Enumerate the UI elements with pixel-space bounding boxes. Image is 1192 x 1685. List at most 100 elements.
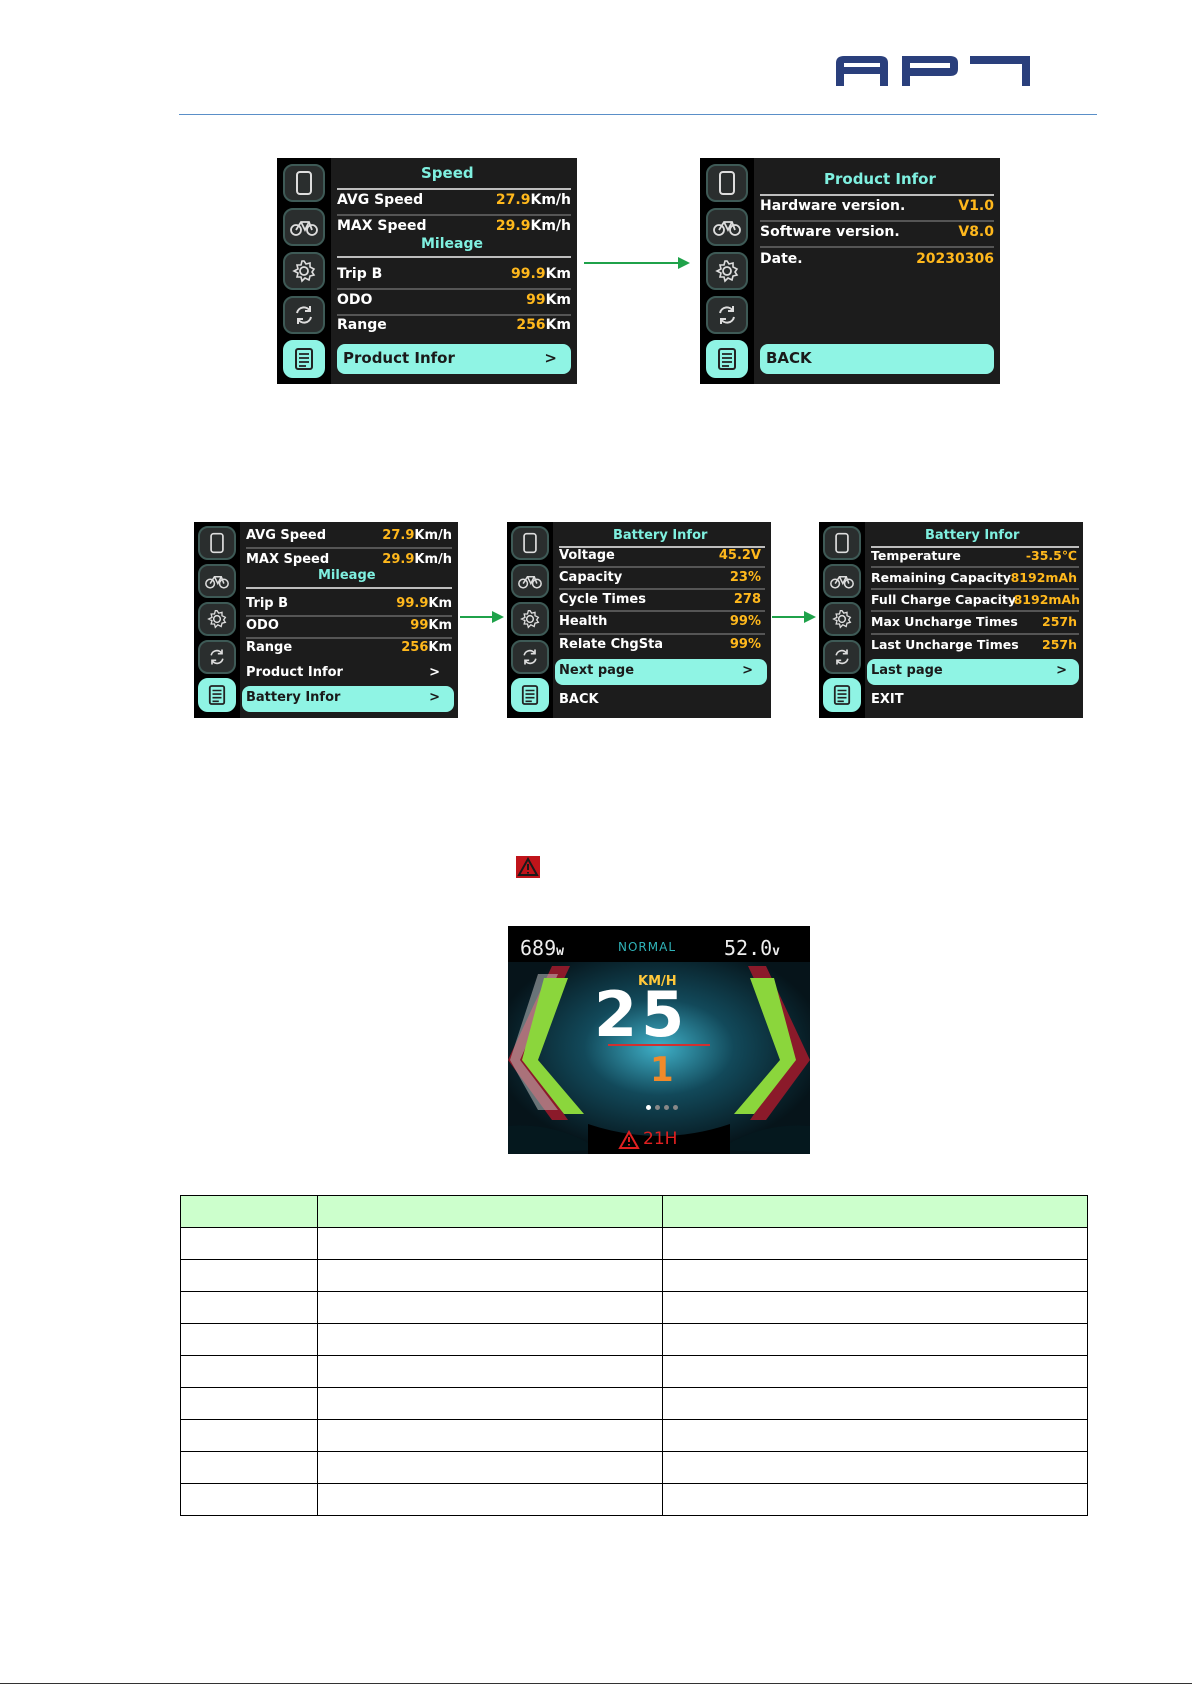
back-button[interactable]: BACK xyxy=(760,344,994,374)
document-icon[interactable] xyxy=(283,340,325,378)
list-item: Capacity 23% xyxy=(559,570,761,588)
row-label: Software version. xyxy=(760,224,900,240)
assist-gear: 1 xyxy=(650,1050,674,1090)
menu-item-battery-infor[interactable]: Battery Infor > xyxy=(242,686,454,712)
refresh-icon[interactable] xyxy=(511,640,549,674)
speed-unit: KM/H xyxy=(638,974,677,989)
bicycle-icon[interactable] xyxy=(198,564,236,598)
row-label: Battery Infor xyxy=(246,690,341,705)
menu-item-product-infor[interactable]: Product Infor > xyxy=(246,665,452,683)
gear-icon[interactable] xyxy=(706,252,748,290)
row-label: Temperature xyxy=(871,548,961,563)
gear-icon[interactable] xyxy=(283,252,325,290)
bicycle-icon[interactable] xyxy=(823,564,861,598)
list-item: Full Charge Capacity 8192mAh xyxy=(871,592,1080,610)
row-label: Product Infor xyxy=(246,665,343,680)
list-item: Last Uncharge Times 257h xyxy=(871,637,1077,655)
list-item: AVG Speed 27.9Km/h xyxy=(246,528,452,546)
chevron-right-icon: > xyxy=(1056,663,1067,678)
row-label: BACK xyxy=(766,349,812,367)
row-value: 99 xyxy=(410,618,429,633)
row-value: 99 xyxy=(526,292,546,308)
empty-table xyxy=(180,1195,1088,1516)
power-readout: 689w xyxy=(520,936,564,960)
refresh-icon[interactable] xyxy=(706,296,748,334)
table-row xyxy=(180,1323,1088,1356)
document-icon[interactable] xyxy=(706,340,748,378)
refresh-icon[interactable] xyxy=(198,640,236,674)
next-page-button[interactable]: Next page > xyxy=(555,659,767,685)
list-item: MAX Speed 29.9Km/h xyxy=(337,218,571,238)
flow-arrow xyxy=(584,257,690,269)
last-page-button[interactable]: Last page > xyxy=(867,659,1079,685)
list-item: MAX Speed 29.9Km/h xyxy=(246,552,452,570)
refresh-icon[interactable] xyxy=(823,640,861,674)
table-row xyxy=(180,1227,1088,1260)
phone-icon[interactable] xyxy=(706,164,748,202)
list-item: AVG Speed 27.9Km/h xyxy=(337,192,571,212)
refresh-icon[interactable] xyxy=(283,296,325,334)
speed-screen: Speed AVG Speed 27.9Km/h MAX Speed 29.9K… xyxy=(275,156,579,386)
list-item: Hardware version. V1.0 xyxy=(760,198,994,218)
table-row xyxy=(180,1419,1088,1452)
row-label: ODO xyxy=(337,292,373,308)
menu-item-product-infor[interactable]: Product Infor > xyxy=(337,344,571,374)
row-value: V8.0 xyxy=(958,224,994,240)
document-icon[interactable] xyxy=(511,678,549,712)
row-value: 256 xyxy=(401,640,429,655)
bicycle-icon[interactable] xyxy=(706,208,748,246)
voltage-unit: v xyxy=(772,944,780,959)
screen-title: Battery Infor xyxy=(925,528,1020,543)
list-item: ODO 99Km xyxy=(246,618,452,636)
power-value: 689 xyxy=(520,936,557,960)
row-value: 99.9 xyxy=(511,266,546,282)
row-label: Date. xyxy=(760,251,803,267)
list-item: Max Uncharge Times 257h xyxy=(871,614,1077,632)
page-indicator xyxy=(646,1105,686,1111)
row-label: Cycle Times xyxy=(559,592,646,607)
row-unit: Km xyxy=(428,640,452,655)
error-code: 21H xyxy=(643,1129,678,1149)
chevron-right-icon: > xyxy=(742,663,753,678)
page-dot xyxy=(673,1105,678,1110)
back-button[interactable]: BACK xyxy=(559,692,599,707)
row-label: Full Charge Capacity xyxy=(871,592,1016,607)
row-unit: Km/h xyxy=(414,528,452,543)
phone-icon[interactable] xyxy=(511,526,549,560)
row-label: Product Infor xyxy=(343,349,455,367)
document-icon[interactable] xyxy=(198,678,236,712)
row-label: Last Uncharge Times xyxy=(871,637,1019,652)
list-item: Health 99% xyxy=(559,614,761,632)
row-label: MAX Speed xyxy=(337,218,427,234)
ride-mode: NORMAL xyxy=(618,940,677,954)
screen-title: Speed xyxy=(421,164,474,182)
bicycle-icon[interactable] xyxy=(283,208,325,246)
phone-icon[interactable] xyxy=(823,526,861,560)
gear-icon[interactable] xyxy=(823,602,861,636)
row-value: 257h xyxy=(1042,637,1077,652)
row-value: V1.0 xyxy=(958,198,994,214)
chevron-right-icon: > xyxy=(544,349,557,367)
row-value: 256 xyxy=(516,317,546,333)
table-row xyxy=(180,1355,1088,1388)
phone-icon[interactable] xyxy=(283,164,325,202)
page-dot xyxy=(664,1105,669,1110)
page-dot xyxy=(646,1105,651,1110)
section-title: Mileage xyxy=(318,568,376,583)
header-divider xyxy=(179,114,1097,115)
row-unit: Km xyxy=(428,596,452,611)
bicycle-icon[interactable] xyxy=(511,564,549,598)
list-item: Cycle Times 278 xyxy=(559,592,761,610)
list-item: Date. 20230306 xyxy=(760,251,994,271)
gear-icon[interactable] xyxy=(511,602,549,636)
row-label: Next page xyxy=(559,663,635,678)
row-label: Last page xyxy=(871,663,943,678)
gear-icon[interactable] xyxy=(198,602,236,636)
document-icon[interactable] xyxy=(823,678,861,712)
screen-title: Battery Infor xyxy=(613,528,708,543)
list-item: Range 256Km xyxy=(246,640,452,658)
list-item: Voltage 45.2V xyxy=(559,548,761,566)
row-label: ODO xyxy=(246,618,279,633)
exit-button[interactable]: EXIT xyxy=(871,692,904,707)
phone-icon[interactable] xyxy=(198,526,236,560)
